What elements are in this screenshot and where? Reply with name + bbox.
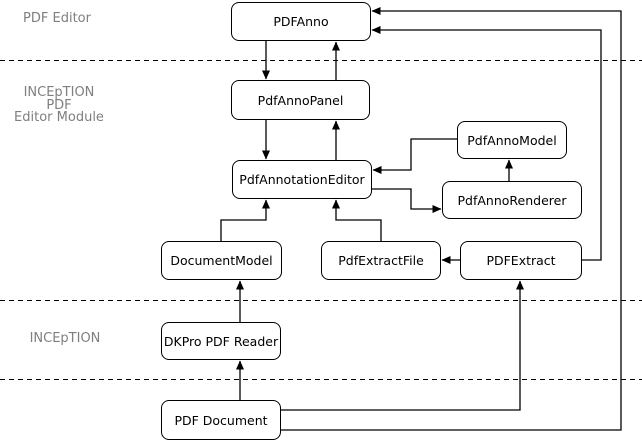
node-pdf-document: PDF Document (161, 400, 281, 440)
node-pdfannorenderer: PdfAnnoRenderer (442, 181, 582, 219)
node-pdfanno: PDFAnno (231, 2, 371, 41)
edge-pdfextract-to-pdfanno (371, 26, 602, 261)
section-label-pdf-editor: PDF Editor (23, 11, 91, 26)
node-dkpro-pdf-reader: DKPro PDF Reader (161, 322, 281, 360)
node-pdfextract: PDFExtract (460, 241, 582, 280)
edge-pdfannomodel-to-pdfannotationeditor (372, 138, 457, 174)
node-pdfannomodel: PdfAnnoModel (457, 121, 567, 159)
section-label-inception: INCEpTION (29, 331, 101, 346)
section-label-line-2: Editor Module (14, 110, 104, 125)
edge-pdfextractfile-to-pdfannotationeditor (332, 199, 382, 241)
edge-documentmodel-to-pdfannotationeditor (220, 199, 270, 241)
node-pdfannotationeditor: PdfAnnotationEditor (232, 160, 372, 199)
node-pdfextractfile: PdfExtractFile (321, 241, 441, 280)
section-label-inception-pdf-editor-module: INCEpTION PDF Editor Module (9, 85, 109, 125)
node-pdfannopanel: PdfAnnoPanel (231, 80, 370, 120)
edge-pdfannotationeditor-to-pdfannorenderer (372, 188, 442, 213)
edge-pdfdocument-to-pdfextract (281, 280, 524, 411)
edge-pdfdocument-to-pdfanno (281, 7, 622, 431)
node-documentmodel: DocumentModel (161, 241, 282, 280)
section-label-line-1: INCEpTION PDF (23, 85, 95, 113)
